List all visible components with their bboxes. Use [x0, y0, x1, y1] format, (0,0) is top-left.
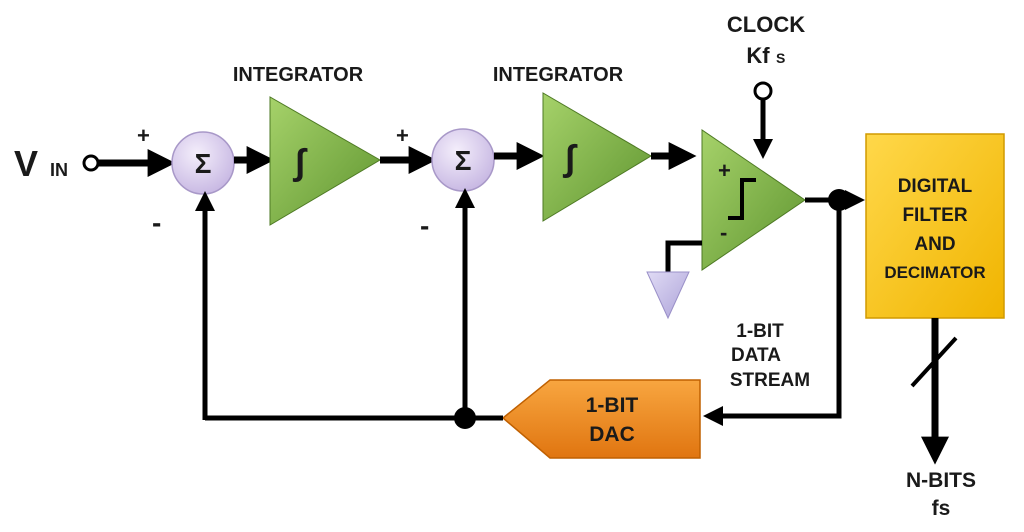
integrator-1-title: INTEGRATOR — [233, 64, 364, 86]
ground-wire — [665, 240, 702, 272]
digital-filter-block — [865, 133, 1005, 319]
sign-plus-1: + — [137, 123, 150, 148]
output-rate-label: fs — [932, 497, 951, 520]
stream-label-2: DATA — [731, 345, 781, 366]
bus-slash — [910, 336, 958, 388]
filter-label-3: AND — [914, 234, 955, 255]
stream-label-3: STREAM — [730, 370, 810, 391]
comparator — [701, 129, 806, 271]
filter-label-2: FILTER — [902, 205, 967, 226]
stream-label-1: 1-BIT — [736, 321, 784, 342]
clock-rate-subscript: S — [776, 50, 785, 66]
ground-icon — [646, 271, 690, 320]
dac-label-2: DAC — [589, 423, 635, 446]
filter-label-4: DECIMATOR — [884, 263, 985, 282]
integrator-2 — [542, 92, 652, 222]
vin-label: V — [14, 143, 38, 184]
feedback-wire-to-dac — [703, 200, 842, 426]
comparator-plus-sign: + — [718, 158, 731, 183]
sign-minus-1: - — [152, 207, 161, 238]
integrator-1-symbol: ∫ — [292, 141, 308, 182]
summer-2-symbol: Σ — [455, 145, 472, 176]
clock-rate-label: Kf — [746, 43, 770, 68]
dac-label-1: 1-BIT — [586, 394, 639, 417]
input-terminal — [82, 154, 100, 172]
clock-terminal — [753, 81, 773, 101]
integrator-2-title: INTEGRATOR — [493, 64, 624, 86]
integrator-1 — [269, 96, 381, 226]
sign-plus-2: + — [396, 123, 409, 148]
comparator-minus-sign: - — [720, 220, 727, 245]
summer-1-symbol: Σ — [195, 148, 212, 179]
clock-label: CLOCK — [727, 12, 805, 37]
integrator-2-symbol: ∫ — [562, 137, 578, 178]
vin-subscript: IN — [50, 160, 68, 180]
dac-block — [501, 379, 701, 459]
sign-minus-2: - — [420, 210, 429, 241]
comparator-step-icon — [728, 178, 756, 220]
output-bits-label: N-BITS — [906, 469, 976, 492]
filter-label-1: DIGITAL — [898, 176, 973, 197]
